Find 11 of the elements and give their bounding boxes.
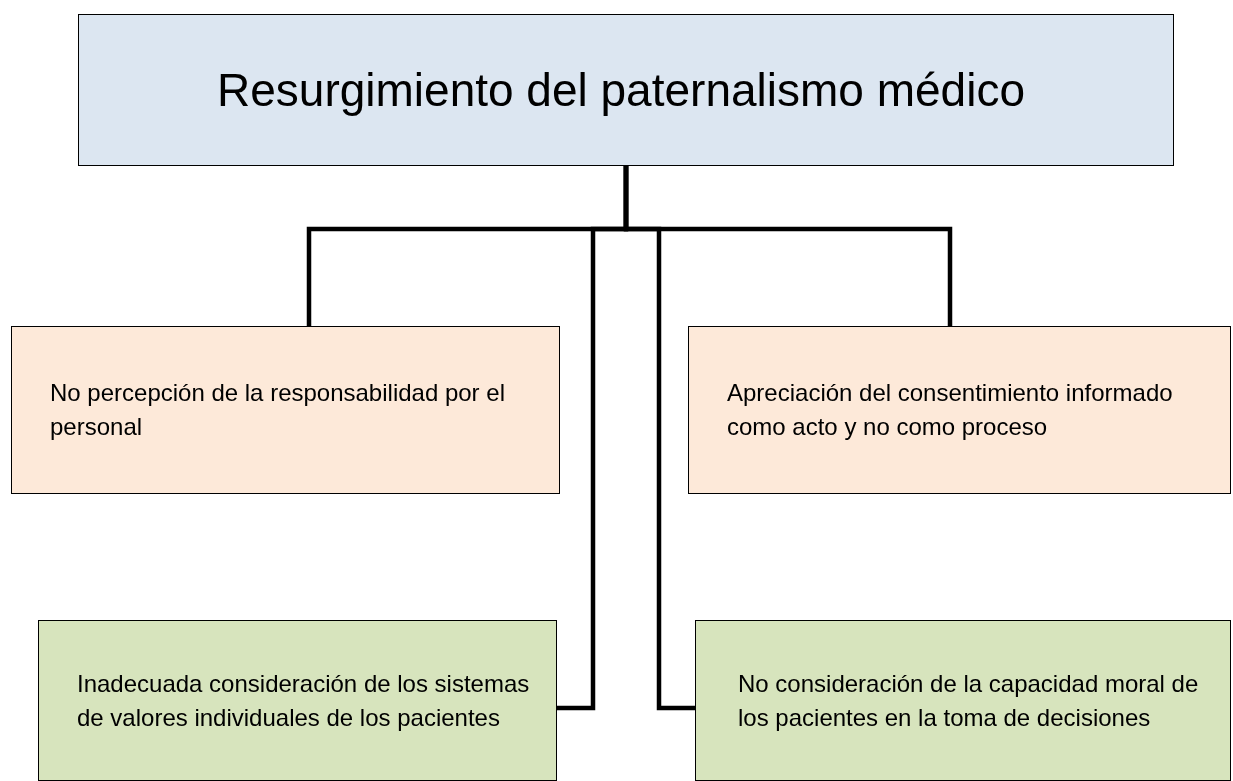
cause-text: Inadecuada consideración de los sistemas de valores individuales de los pacientes bbox=[77, 668, 531, 733]
cause-box bbox=[688, 326, 1231, 494]
cause-text: No percepción de la responsabilidad por el personal bbox=[50, 378, 506, 442]
connector-line bbox=[623, 166, 695, 711]
cause-text: Apreciación del consentimiento informado como acto y no como proceso bbox=[727, 378, 1174, 442]
cause-box bbox=[11, 326, 560, 494]
cause-box bbox=[38, 620, 557, 781]
cause-box bbox=[695, 620, 1231, 781]
cause-text: No consideración de la capacidad moral de los pacientes en la toma de decisiones bbox=[738, 668, 1200, 733]
title: Resurgimiento del paternalismo médico bbox=[217, 62, 1025, 118]
title-box bbox=[78, 14, 1174, 166]
